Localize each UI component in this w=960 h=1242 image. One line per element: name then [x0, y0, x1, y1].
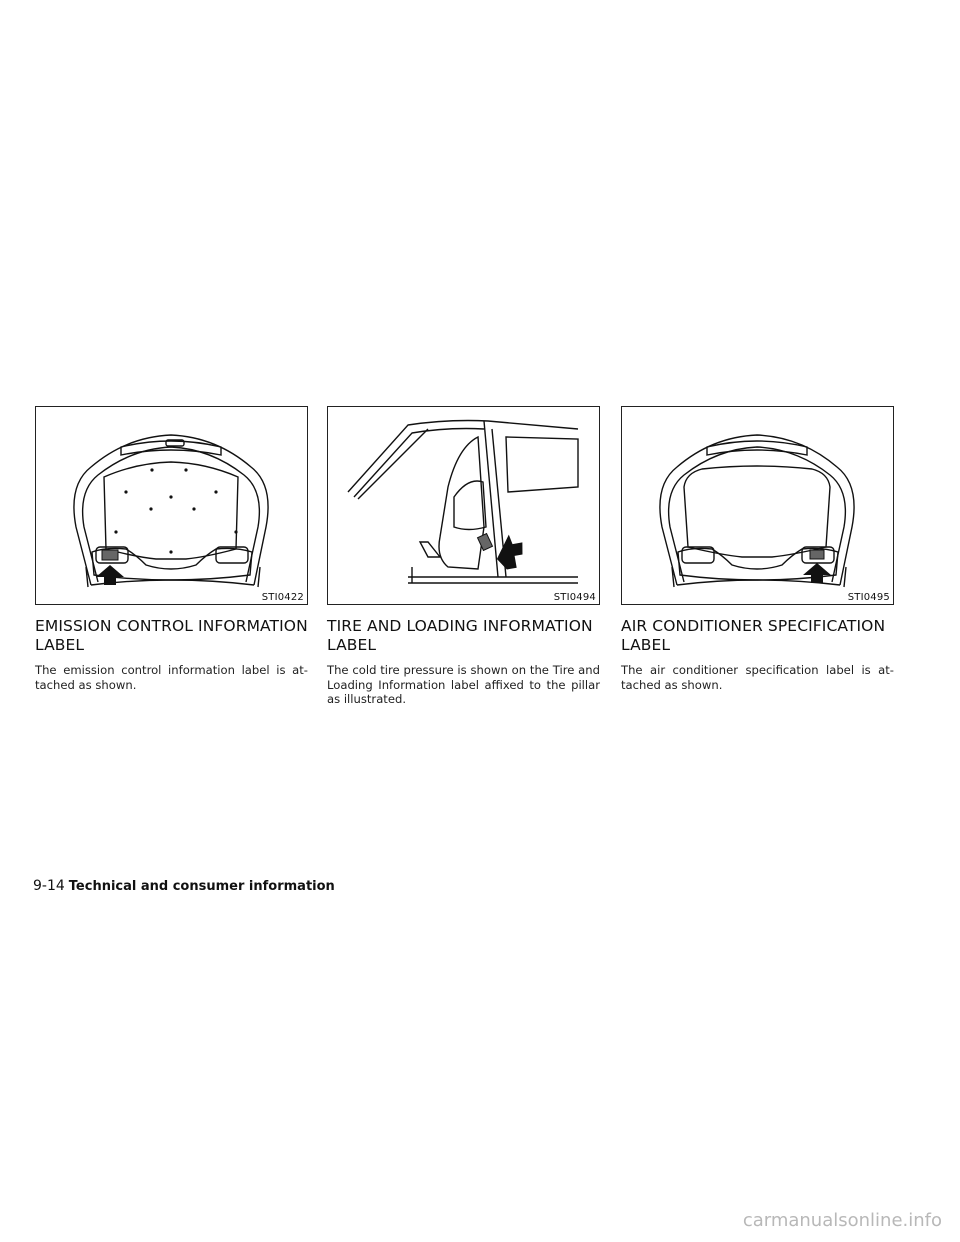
figure-hood-emission-label: STI0422 — [35, 406, 308, 605]
page-number: 9-14 — [33, 878, 65, 894]
section-tire-loading: STI0494 TIRE AND LOADING INFORMATION LAB… — [327, 406, 600, 707]
figure-code: STI0422 — [261, 592, 304, 603]
figure-hood-ac-label: STI0495 — [621, 406, 894, 605]
figure-code: STI0495 — [847, 592, 890, 603]
figure-door-pillar-label: STI0494 — [327, 406, 600, 605]
hood-underside-illustration — [73, 434, 269, 588]
section-emission-control: STI0422 EMISSION CONTROL INFORMATION LAB… — [35, 406, 308, 692]
chapter-title: Technical and consumer information — [68, 879, 335, 894]
section-air-conditioner: STI0495 AIR CONDITIONER SPECIFICATION LA… — [621, 406, 894, 692]
section-heading: AIR CONDITIONER SPECIFICATION LABEL — [621, 617, 886, 654]
figure-code: STI0494 — [553, 592, 596, 603]
section-body: The air conditioner specification label … — [621, 663, 894, 692]
section-heading: EMISSION CONTROL INFORMATION LABEL — [35, 617, 308, 654]
hood-underside-illustration — [659, 434, 855, 588]
watermark: carmanualsonline.info — [742, 1210, 942, 1231]
section-heading: TIRE AND LOADING INFORMATION LABEL — [327, 617, 593, 654]
section-body: The emission control information label i… — [35, 663, 308, 692]
section-body: The cold tire pressure is shown on the T… — [327, 663, 600, 706]
door-pillar-illustration — [347, 419, 579, 584]
